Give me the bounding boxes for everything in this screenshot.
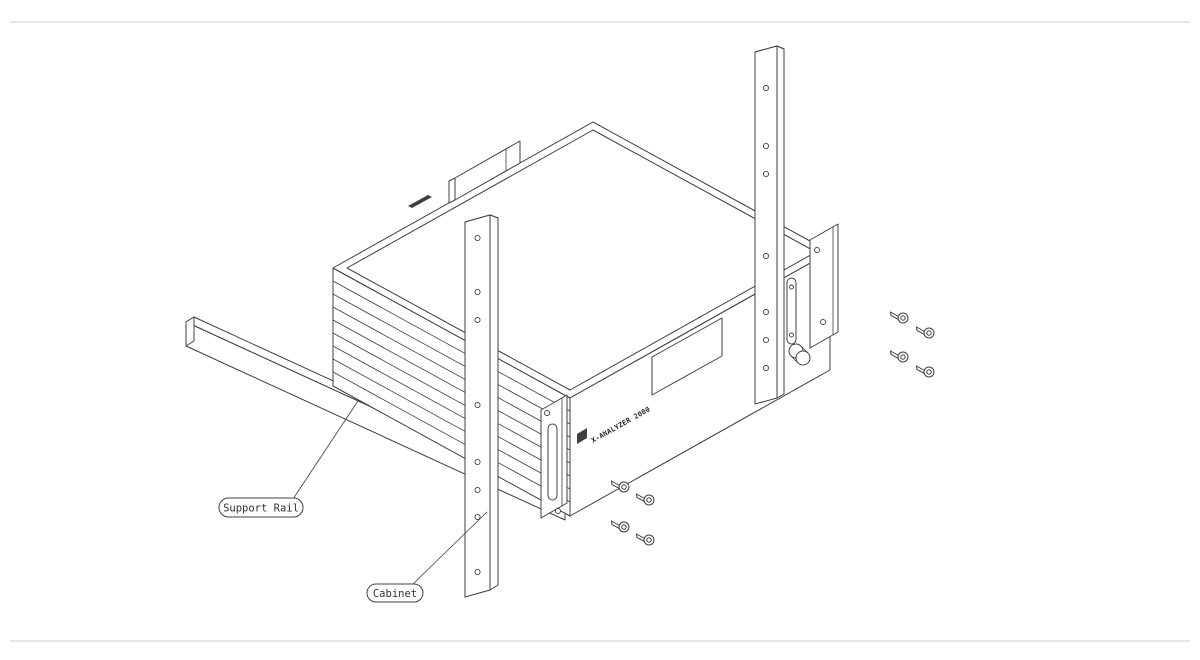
mounting-screw [636,493,655,506]
connector-knob [788,343,811,366]
right-ear-plate [809,223,839,349]
vent-slats [332,280,571,503]
right-ear-hole-top [814,247,820,253]
right-post-side-face [776,45,785,399]
mounting-screw [916,326,935,339]
left-post-holes [474,234,481,576]
mounting-screw [890,350,909,363]
leader-line [411,511,488,586]
left-ear-hole-bottom [555,508,561,514]
left-post-side-face [489,214,499,591]
callout-bubble [366,583,424,603]
power-switch [577,428,587,444]
callout-label: Cabinet [373,588,417,600]
right-post-front-face [754,45,778,405]
left-ear-hole-top [544,410,550,416]
mounting-screw [916,365,935,378]
callout-support-rail: Support Rail [218,400,359,518]
mounting-screws-front [611,480,655,546]
mounting-screw [611,520,630,533]
support-rail-end-cap [185,316,195,347]
left-rack-ear [540,394,568,519]
right-latch [786,277,797,345]
mounting-screw [890,311,909,324]
mounting-screws-right [890,311,935,378]
mounting-screw [611,480,630,493]
mounting-screw [636,533,655,546]
front-panel-label [651,317,723,396]
right-post-holes [762,84,770,372]
rear-flange-tab [448,140,521,204]
leader-line [292,400,359,500]
left-handle [547,423,558,501]
right-ear-hole-bottom [820,319,826,325]
right-rack-ear [809,223,839,349]
cabinet-front-right-post [754,45,785,405]
top-edge-latch [408,195,432,208]
callout-bubble [218,497,304,518]
cabinet-front-left-post [464,214,499,598]
callout-cabinet: Cabinet [366,511,488,603]
callout-label: Support Rail [223,503,299,515]
